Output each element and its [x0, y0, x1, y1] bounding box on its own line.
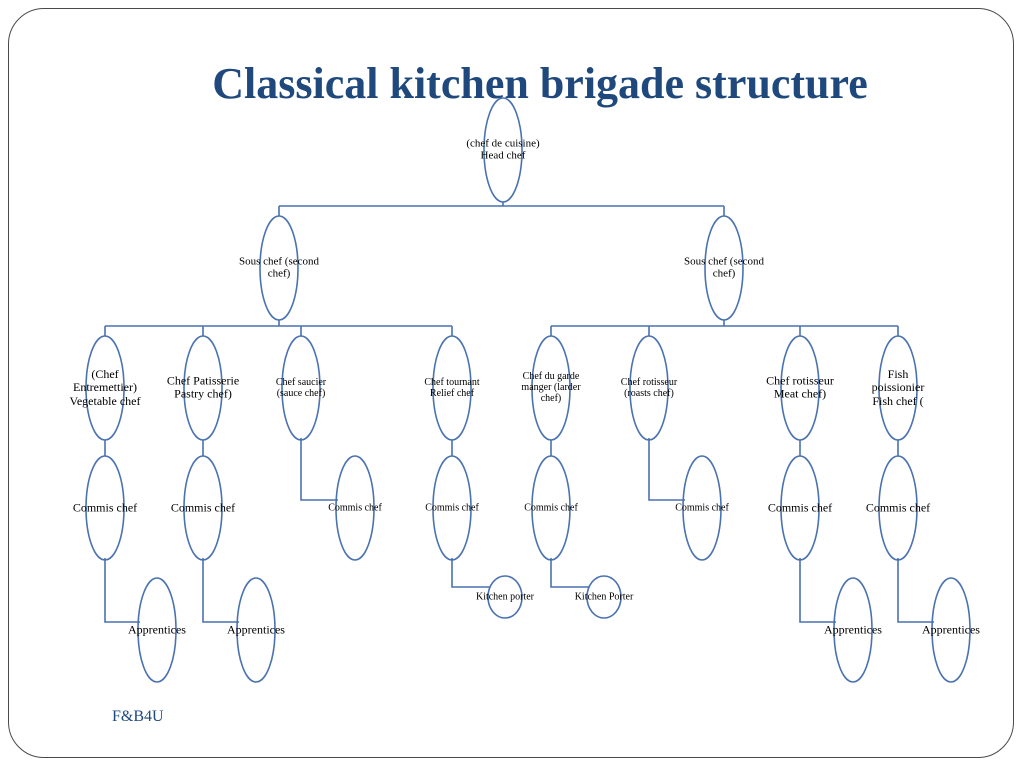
node-shape-commis4	[432, 455, 472, 561]
node-shape-patisserie	[183, 335, 223, 441]
connector-rotisseur1-to-commis6	[648, 438, 685, 501]
node-label-tournant: Chef tournant Relief chef	[424, 376, 480, 399]
node-label-porter2: Kitchen Porter	[574, 591, 634, 603]
connector-commis4-to-porter1	[451, 558, 490, 588]
node-label-commis6: Commis chef	[675, 502, 729, 514]
node-label-rotisseur1: Chef rotisseur (roasts chef)	[620, 376, 678, 399]
connector-commis8-to-apprentices4	[897, 558, 934, 623]
node-shape-commis6	[682, 455, 722, 561]
node-shape-head	[483, 97, 523, 203]
node-shape-saucier	[281, 335, 321, 441]
node-shape-rotisseur2	[780, 335, 820, 441]
node-shape-porter1	[487, 575, 523, 619]
node-label-apprentices1: Apprentices	[128, 622, 186, 637]
node-label-head: (chef de cuisine) Head chef	[466, 137, 540, 162]
node-shape-entremettier	[85, 335, 125, 441]
node-label-garde: Chef du garde manger (larder chef)	[521, 371, 581, 405]
node-shape-garde	[531, 335, 571, 441]
node-shape-rotisseur1	[629, 335, 669, 441]
connector-commis1-to-apprentices1	[104, 558, 140, 623]
node-shape-commis7	[780, 455, 820, 561]
node-label-apprentices3: Apprentices	[824, 622, 882, 637]
node-label-rotisseur2: Chef rotisseur Meat chef)	[766, 373, 834, 401]
node-shape-apprentices1	[137, 577, 177, 683]
connector-commis5-to-porter2	[550, 558, 589, 588]
footer-text: F&B4U	[112, 708, 164, 725]
node-shape-commis5	[531, 455, 571, 561]
node-label-porter1: Kitchen porter	[475, 591, 535, 603]
connector-commis2-to-apprentices2	[202, 558, 239, 623]
node-shape-tournant	[432, 335, 472, 441]
node-label-apprentices4: Apprentices	[922, 622, 980, 637]
node-label-sous2: Sous chef (second chef)	[683, 255, 765, 280]
node-shape-apprentices4	[931, 577, 971, 683]
node-label-patisserie: Chef Patisserie Pastry chef)	[166, 373, 240, 401]
connector-saucier-to-commis3	[300, 438, 338, 501]
node-shape-poissonier	[878, 335, 918, 441]
node-label-poissonier: Fish poissionier Fish chef (	[871, 366, 925, 408]
connector-commis7-to-apprentices3	[799, 558, 836, 623]
slide-frame	[8, 8, 1014, 758]
node-shape-apprentices3	[833, 577, 873, 683]
node-shape-sous2	[704, 215, 744, 321]
node-label-entremettier: (Chef Entremettier) Vegetable chef	[69, 366, 141, 408]
node-shape-commis8	[878, 455, 918, 561]
node-label-apprentices2: Apprentices	[227, 622, 285, 637]
node-shape-commis1	[85, 455, 125, 561]
node-shape-apprentices2	[236, 577, 276, 683]
slide-title: Classical kitchen brigade structure	[212, 59, 868, 108]
node-label-commis3: Commis chef	[328, 502, 382, 514]
node-shape-sous1	[259, 215, 299, 321]
node-shape-commis2	[183, 455, 223, 561]
node-label-commis8: Commis chef	[865, 500, 931, 515]
node-label-sous1: Sous chef (second chef)	[238, 255, 320, 280]
node-label-commis5: Commis chef	[524, 502, 578, 514]
node-label-commis7: Commis chef	[767, 500, 833, 515]
node-label-commis4: Commis chef	[425, 502, 479, 514]
node-shape-porter2	[586, 575, 622, 619]
node-label-commis1: Commis chef	[72, 500, 138, 515]
node-label-commis2: Commis chef	[170, 500, 236, 515]
node-shape-commis3	[335, 455, 375, 561]
node-label-saucier: Chef saucier (sauce chef)	[275, 376, 327, 399]
